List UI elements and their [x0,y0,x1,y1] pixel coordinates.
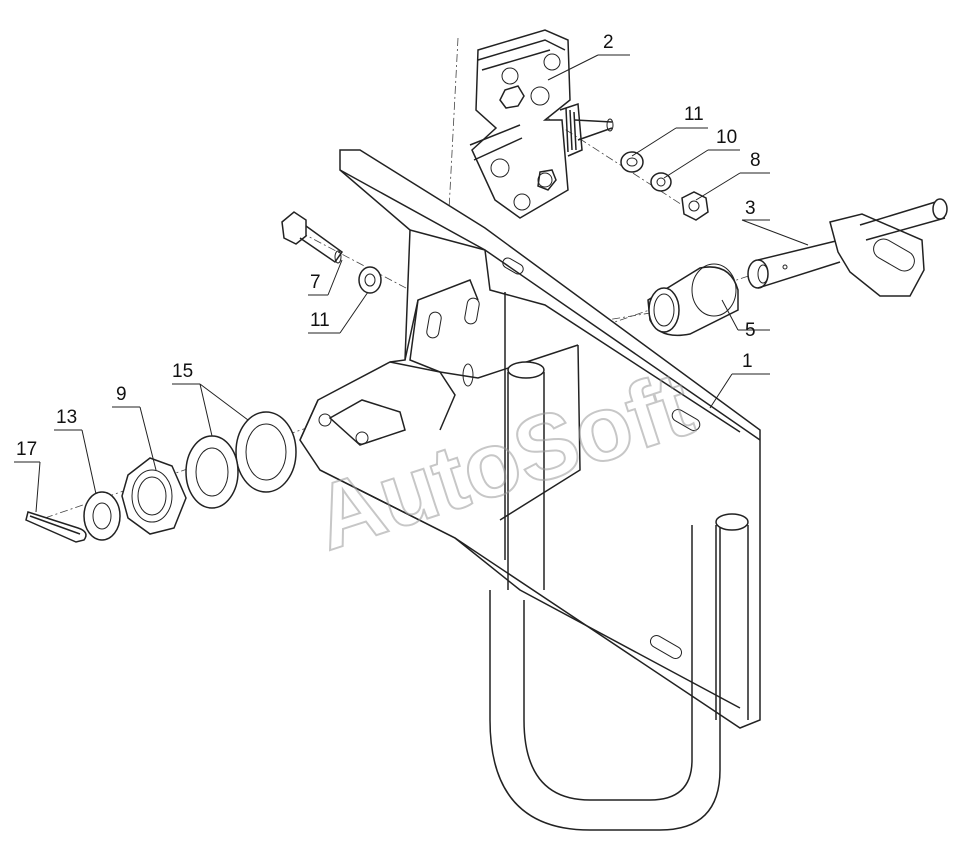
part-7-bolt [281,211,344,264]
part-11-washer-bolt [358,266,382,294]
callout-11-bolt: 11 [310,310,330,331]
part-3-shaft-lever [747,198,948,297]
callout-13: 13 [56,407,77,428]
part-8-nut [681,191,709,221]
callout-7: 7 [310,272,321,293]
callout-3: 3 [745,198,756,219]
callout-10: 10 [716,127,737,148]
callout-15: 15 [172,361,193,382]
callout-9: 9 [116,384,127,405]
callout-17: 17 [16,439,37,460]
part-10-lock-washer [650,172,672,192]
part-17-cotter-pin [25,511,87,543]
part-1-bracket-plate [299,149,761,729]
callout-11-arm: 11 [684,104,704,125]
part-5-bushing [647,263,739,337]
callout-1: 1 [742,351,753,372]
part-15-washer-inner [185,435,239,509]
callout-leaders [14,54,809,513]
callout-2: 2 [603,32,614,53]
part-15-washer-outer [235,411,297,493]
part-11-washer-arm [620,151,644,173]
part-2-pedal-arm [469,29,614,219]
part-9-nut [121,457,187,535]
callout-5: 5 [745,320,756,341]
part-13-washer [83,491,121,541]
pedal-tube [489,361,749,831]
callout-8: 8 [750,150,761,171]
